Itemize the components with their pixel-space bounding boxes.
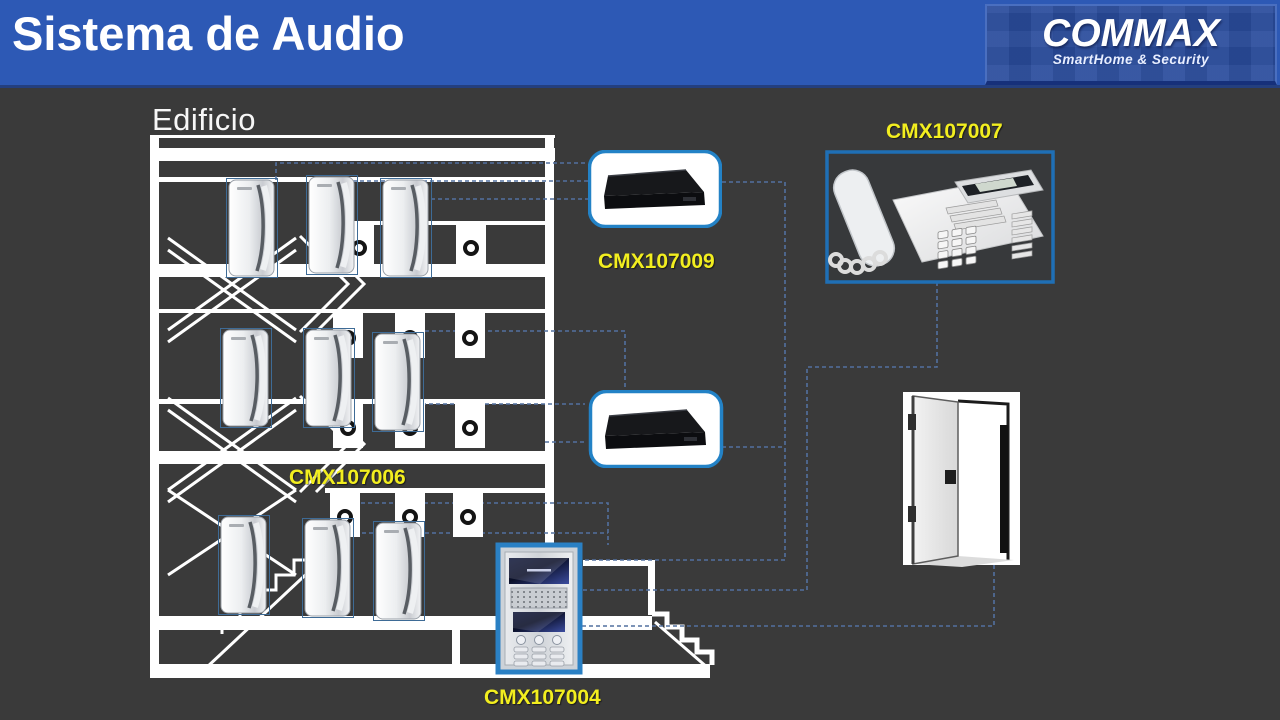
- header-bar: Sistema de Audio COMMAX SmartHome & Secu…: [0, 0, 1280, 88]
- wall-phone-9: [374, 522, 425, 621]
- logo-tagline-text: SmartHome & Security: [1052, 52, 1210, 67]
- label-guard-phone: CMX107007: [886, 120, 1003, 143]
- building-label: Edificio: [152, 102, 256, 137]
- guard-desk-phone: [825, 150, 1055, 284]
- wall-phone-2: [307, 176, 358, 275]
- label-door-station: CMX107004: [484, 686, 601, 709]
- wall-phone-7: [219, 516, 270, 615]
- wall-phone-8: [303, 519, 354, 618]
- wall-phone-3: [381, 179, 432, 278]
- logo-brand-text: COMMAX: [1042, 12, 1220, 55]
- audio-distributor-1: [588, 150, 722, 228]
- lobby-door-station: [495, 542, 583, 675]
- entrance-door: [903, 392, 1020, 567]
- wall-phone-6: [373, 333, 424, 432]
- wall-phone-4: [221, 329, 272, 428]
- page-title: Sistema de Audio: [12, 7, 405, 60]
- wall-phone-1: [227, 179, 278, 278]
- commax-logo: COMMAX SmartHome & Security: [985, 4, 1277, 85]
- audio-distributor-2: [588, 390, 724, 468]
- label-distributor: CMX107009: [598, 250, 715, 273]
- wall-phone-5: [304, 329, 355, 428]
- label-wall-phone: CMX107006: [289, 466, 406, 489]
- audio-wall-phones: [219, 176, 432, 621]
